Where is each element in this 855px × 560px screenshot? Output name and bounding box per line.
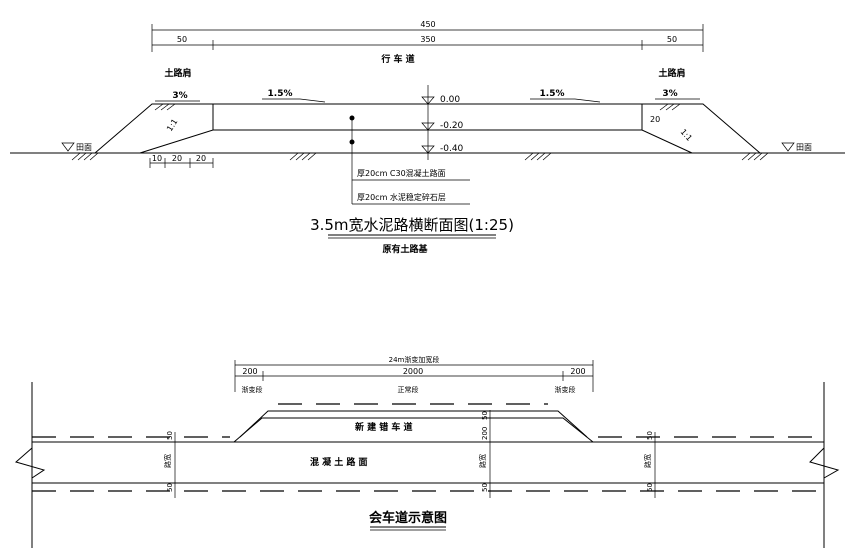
- shoulder-right-label: 土路肩: [658, 67, 685, 79]
- slope-side-left: 1:1: [165, 117, 179, 133]
- cross-section: 450 50 350 50 行 车 道 土路肩 土路肩 3% 3% 1.5%: [10, 20, 845, 255]
- bottom-dims: 10 20 20: [149, 154, 214, 168]
- dim-right-text: 50: [667, 35, 677, 44]
- field-right: 田面: [796, 143, 812, 152]
- dim-middle-text: 350: [420, 35, 435, 44]
- lane-w-2: 路宽: [643, 454, 652, 468]
- bdim-0: 10: [152, 154, 162, 163]
- field-markers: 田面 田面: [61, 142, 812, 152]
- layer-2: 厚20cm 水泥稳定碎石层: [357, 192, 446, 202]
- seg-label-2: 渐变段: [555, 385, 576, 394]
- dim-total-text: 450: [420, 20, 435, 29]
- carriageway-label: 行 车 道: [380, 53, 414, 65]
- bdim-1: 20: [172, 154, 182, 163]
- field-left: 田面: [76, 143, 92, 152]
- seg-label-0: 渐变段: [242, 385, 263, 394]
- cross-section-title: 3.5m宽水泥路横断面图(1:25): [310, 216, 514, 234]
- slope-side-right: 1:1: [679, 127, 694, 143]
- mark-0: 50: [166, 431, 174, 440]
- layer-callouts: 厚20cm C30混凝土路面 厚20cm 水泥稳定碎石层: [349, 115, 470, 205]
- elev-0: 0.00: [440, 95, 460, 105]
- road-body: [10, 103, 845, 154]
- new-lane-label: 新 建 错 车 道: [355, 421, 413, 433]
- mark-2: 200: [481, 427, 489, 440]
- mark-5: 50: [646, 431, 654, 440]
- mark-3: 50: [481, 411, 489, 420]
- dim-left-text: 50: [177, 35, 187, 44]
- slope-right-lane: 1.5%: [540, 89, 565, 99]
- mark-6: 50: [646, 483, 654, 492]
- slope-left-lane: 1.5%: [268, 89, 293, 99]
- lane-w-1: 路宽: [478, 454, 487, 468]
- seg-dim-0: 200: [242, 367, 257, 376]
- seg-dim-1: 2000: [403, 367, 423, 376]
- seg-label-1: 正常段: [398, 385, 419, 394]
- passing-bay-title: 会车道示意图: [369, 510, 447, 526]
- passing-bay: 24m渐变加宽段 200 2000 200 渐变段 正常段 渐变段 新 建 错 …: [14, 355, 840, 548]
- soil-hatches: [71, 103, 769, 161]
- elev-1: -0.20: [440, 121, 464, 131]
- mark-4: 50: [481, 483, 489, 492]
- cross-section-subtitle: 原有土路基: [382, 243, 428, 255]
- elev-2: -0.40: [440, 144, 464, 154]
- slope-right-shoulder: 3%: [662, 89, 677, 99]
- slope-left-shoulder: 3%: [172, 91, 187, 101]
- bdim-2: 20: [196, 154, 206, 163]
- vertical-marks: 50 50 200 50 50 50 50 路宽 路宽 路宽: [163, 410, 656, 498]
- dim-total: 450: [151, 20, 704, 52]
- seg-dim-2: 200: [570, 367, 585, 376]
- lane-w-0: 路宽: [163, 454, 172, 468]
- bay-total-dim: 24m渐变加宽段: [389, 355, 440, 364]
- road-surface-label: 混 凝 土 路 面: [310, 456, 368, 468]
- mark-1: 50: [166, 483, 174, 492]
- layer-1: 厚20cm C30混凝土路面: [357, 168, 446, 178]
- elevation-markers: 0.00 -0.20 -0.40: [421, 85, 470, 160]
- dim-parts: 50 350 50: [152, 35, 703, 50]
- shoulder-left-label: 土路肩: [164, 67, 191, 79]
- right-dim-20: 20: [650, 115, 660, 124]
